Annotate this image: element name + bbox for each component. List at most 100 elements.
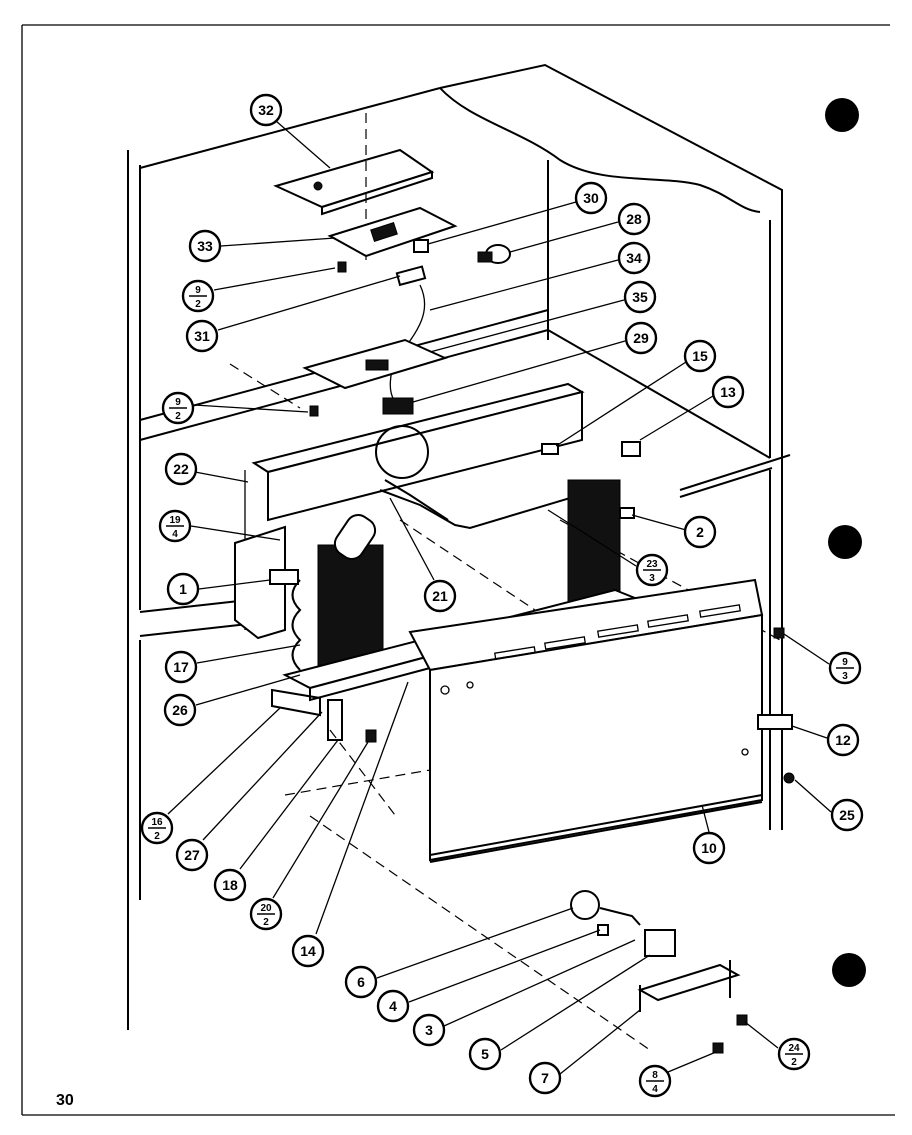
callout-c17: 17 — [164, 650, 198, 684]
callout-label: 33 — [197, 238, 213, 254]
light-switch-35 — [302, 338, 448, 390]
callout-label: 4 — [389, 998, 397, 1014]
callout-c5: 5 — [468, 1037, 502, 1071]
callout-label: 14 — [300, 943, 316, 959]
callout-circle — [164, 452, 198, 486]
callout-c21: 21 — [423, 579, 457, 613]
panel-slots — [494, 604, 741, 660]
callout-label: 34 — [626, 250, 642, 266]
callout-label: 26 — [172, 702, 188, 718]
leader-lines — [167, 120, 832, 1075]
callout-circle — [623, 280, 657, 314]
callout-label: 12 — [835, 732, 851, 748]
callout-numerator: 20 — [260, 903, 272, 914]
registration-dot-middle — [828, 525, 862, 559]
callout-circle — [826, 723, 860, 757]
callout-label: 32 — [258, 102, 274, 118]
callout-label: 30 — [583, 190, 599, 206]
fan-shaft-4 — [597, 907, 641, 936]
callout-numerator: 16 — [151, 817, 163, 828]
callout-c16-2: 162 — [140, 811, 174, 845]
callout-label: 2 — [696, 524, 704, 540]
callout-numerator: 9 — [195, 285, 201, 296]
callout-circle — [468, 1037, 502, 1071]
callout-c22: 22 — [164, 452, 198, 486]
strip-12 — [757, 714, 793, 730]
plug-13 — [621, 441, 641, 457]
callout-circle — [574, 181, 608, 215]
callout-c27: 27 — [175, 838, 209, 872]
callout-circle — [528, 1061, 562, 1095]
callout-circle — [617, 241, 651, 275]
evaporator-coil-right — [567, 479, 621, 603]
callout-c26: 26 — [163, 693, 197, 727]
callout-circle — [164, 650, 198, 684]
light-shield-32 — [273, 148, 435, 216]
callout-label: 3 — [425, 1022, 433, 1038]
callout-label: 27 — [184, 847, 200, 863]
callout-label: 18 — [222, 877, 238, 893]
callout-c8-4: 84 — [638, 1064, 672, 1098]
callout-c9-2a: 92 — [181, 279, 215, 313]
callout-c19-4: 194 — [158, 509, 192, 543]
callout-circle — [711, 375, 745, 409]
callout-denominator: 2 — [791, 1057, 797, 1068]
nut-25 — [783, 772, 795, 784]
callout-c15: 15 — [683, 339, 717, 373]
callout-c28: 28 — [617, 202, 651, 236]
clip-2 — [619, 507, 635, 519]
callout-circle — [692, 831, 726, 865]
callout-c30: 30 — [574, 181, 608, 215]
callout-denominator: 2 — [263, 917, 269, 928]
screw-20 — [365, 729, 377, 743]
callout-label: 29 — [633, 330, 649, 346]
callout-circle — [213, 868, 247, 902]
light-housing-33 — [327, 206, 458, 258]
callout-c14: 14 — [291, 934, 325, 968]
callout-numerator: 19 — [169, 515, 181, 526]
callout-label: 5 — [481, 1046, 489, 1062]
callout-circle — [683, 515, 717, 549]
callout-c29: 29 — [624, 321, 658, 355]
callout-denominator: 2 — [175, 411, 181, 422]
callout-c34: 34 — [617, 241, 651, 275]
callout-denominator: 4 — [652, 1084, 658, 1095]
thermostat-29 — [382, 397, 414, 415]
callout-label: 25 — [839, 807, 855, 823]
callout-numerator: 9 — [175, 397, 181, 408]
callout-c18: 18 — [213, 868, 247, 902]
callout-c31: 31 — [185, 319, 219, 353]
callout-numerator: 24 — [788, 1043, 800, 1054]
callout-c23-3: 233 — [635, 553, 669, 587]
page-number: 30 — [56, 1092, 74, 1109]
callout-c20-2: 202 — [249, 897, 283, 931]
fan-motor-5 — [644, 929, 676, 957]
callout-c1: 1 — [166, 572, 200, 606]
callout-label: 13 — [720, 384, 736, 400]
screw-9 — [337, 261, 347, 273]
callout-c25: 25 — [830, 798, 864, 832]
screw-9-lower — [309, 405, 319, 417]
callout-c6: 6 — [344, 965, 378, 999]
callout-circle — [412, 1013, 446, 1047]
callout-numerator: 9 — [842, 657, 848, 668]
callout-denominator: 2 — [154, 831, 160, 842]
callout-c7: 7 — [528, 1061, 562, 1095]
callout-circle — [617, 202, 651, 236]
callout-label: 7 — [541, 1070, 549, 1086]
bracket-18 — [327, 699, 343, 741]
screw-24 — [736, 1014, 748, 1026]
callout-c24-2: 242 — [777, 1037, 811, 1071]
callout-label: 1 — [179, 581, 187, 597]
callout-circle — [683, 339, 717, 373]
callout-c3: 3 — [412, 1013, 446, 1047]
callout-label: 21 — [432, 588, 448, 604]
evaporator-cover-22 — [244, 382, 585, 630]
connector-31 — [395, 265, 427, 287]
callout-c9-3: 93 — [828, 651, 862, 685]
callout-circle — [249, 93, 283, 127]
callout-label: 6 — [357, 974, 365, 990]
